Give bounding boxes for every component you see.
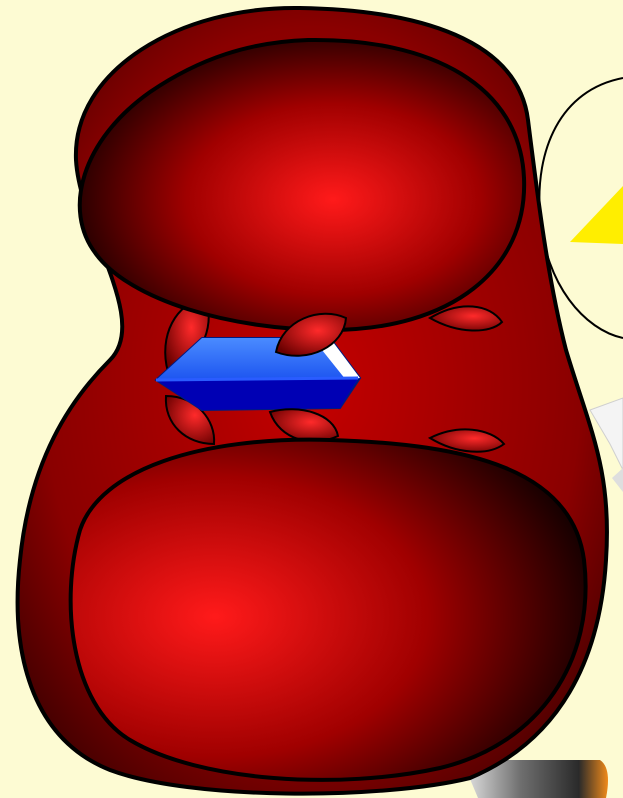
bottom-lobe-shape [71, 440, 586, 780]
sparkle-shadow-shape [612, 468, 623, 492]
